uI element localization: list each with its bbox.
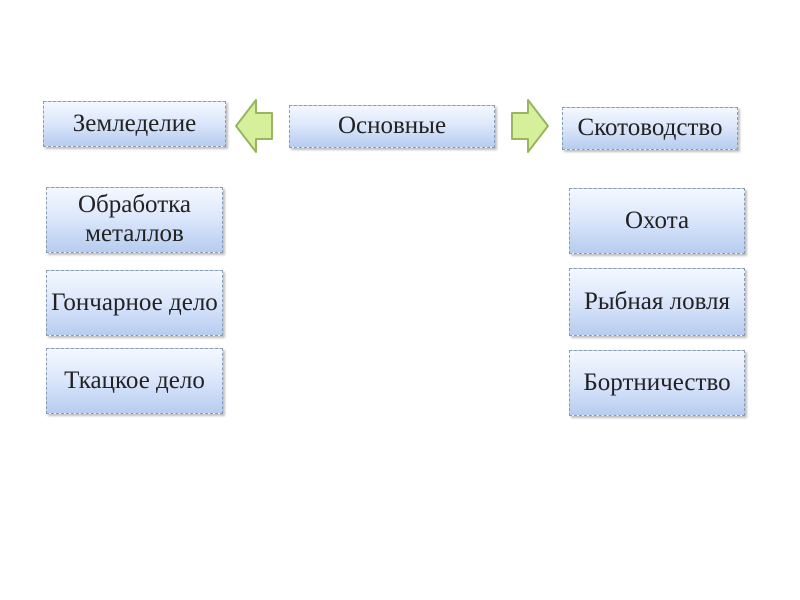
center-label: Основные <box>337 112 447 140</box>
arrow-right-icon <box>511 99 549 153</box>
arrow-left-icon <box>235 99 273 153</box>
left-item-box: Гончарное дело <box>46 270 223 336</box>
left-item-label: Ткацкое дело <box>64 366 205 394</box>
left-item-box: Обработка металлов <box>46 187 223 253</box>
header-box-left: Земледелие <box>43 101 226 147</box>
header-left-label: Земледелие <box>72 109 197 137</box>
header-right-label: Скотоводство <box>577 114 723 142</box>
left-item-box: Ткацкое дело <box>46 348 223 414</box>
center-box: Основные <box>289 105 495 148</box>
right-item-label: Бортничество <box>583 368 731 396</box>
header-box-right: Скотоводство <box>562 107 738 150</box>
right-item-label: Рыбная ловля <box>583 287 731 315</box>
right-item-box: Бортничество <box>569 350 745 416</box>
right-item-box: Рыбная ловля <box>569 268 745 336</box>
right-item-label: Охота <box>624 206 690 234</box>
right-item-box: Охота <box>569 188 745 254</box>
left-item-label: Обработка металлов <box>77 191 192 247</box>
left-item-label: Гончарное дело <box>51 288 218 316</box>
